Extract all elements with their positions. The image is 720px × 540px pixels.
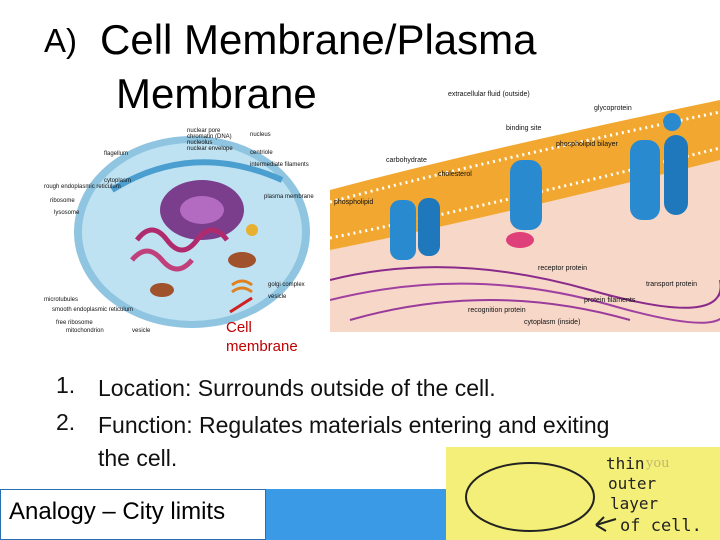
- note-word: layer: [610, 494, 659, 513]
- membrane-label: phospholipid bilayer: [556, 141, 619, 148]
- cell-label: mitochondrion: [66, 328, 104, 334]
- slide-title-line1: Cell Membrane/Plasma: [100, 16, 537, 63]
- cell-label: nuclear envelope: [187, 146, 233, 152]
- cell-label: chromatin (DNA): [187, 134, 232, 140]
- cell-label: flagellum: [104, 151, 128, 157]
- cell-membrane-callout: Cell membrane: [226, 319, 298, 355]
- mitochondrion-shape: [228, 252, 256, 268]
- list-number: 1.: [56, 372, 76, 398]
- drawn-arrow: [595, 516, 617, 532]
- callout-arrow: [229, 296, 253, 314]
- note-word: of cell.: [620, 516, 702, 536]
- slide-title-line2: Membrane: [116, 70, 317, 117]
- cell-label: free ribosome: [56, 320, 93, 326]
- golgi-shape: [231, 279, 253, 294]
- cell-diagram-labels: nuclear pore chromatin (DNA) nucleolus n…: [44, 128, 314, 334]
- cell-label: nucleus: [250, 132, 271, 138]
- cell-label: lysosome: [54, 210, 80, 216]
- membrane-label: receptor protein: [538, 265, 587, 272]
- protein-filaments: [330, 266, 720, 309]
- list-text: Location: Surrounds outside of the cell.: [98, 375, 496, 401]
- membrane-label: cytoplasm (inside): [524, 319, 580, 326]
- membrane-label: cholesterol: [438, 171, 472, 178]
- cell-label: nuclear pore: [187, 128, 221, 134]
- animal-cell-diagram: nuclear pore chromatin (DNA) nucleolus n…: [44, 128, 314, 334]
- note-word: outer: [608, 474, 657, 493]
- cell-label: rough endoplasmic reticulum: [44, 184, 121, 190]
- membrane-label: phospholipid: [334, 199, 373, 206]
- cell-label: intermediate filaments: [250, 162, 309, 168]
- analogy-box: Analogy – City limits: [0, 489, 266, 540]
- drawn-circle: [465, 462, 595, 532]
- membrane-label: binding site: [506, 125, 542, 132]
- cell-label: cytoplasm: [104, 178, 131, 184]
- cell-label: smooth endoplasmic reticulum: [52, 307, 133, 313]
- note-word: thin: [606, 454, 645, 473]
- faint-text: you: [645, 456, 670, 471]
- cell-label: plasma membrane: [264, 194, 314, 200]
- rough-er-shape: [135, 227, 229, 253]
- cell-label: golgi complex: [268, 282, 305, 288]
- list-number: 2.: [56, 409, 76, 435]
- cell-label: microtubules: [44, 297, 78, 303]
- handwritten-note-image: you thin outer layer of cell.: [446, 447, 720, 540]
- title-prefix: A): [44, 22, 77, 59]
- membrane-label: recognition protein: [468, 307, 526, 314]
- membrane-label: extracellular fluid (outside): [448, 91, 530, 98]
- protein-shape: [390, 200, 416, 260]
- membrane-label: transport protein: [646, 281, 697, 288]
- list-text: Function: Regulates materials entering a…: [98, 412, 610, 471]
- analogy-text: Analogy – City limits: [9, 498, 226, 525]
- membrane-label: carbohydrate: [386, 157, 427, 164]
- membrane-cross-section-diagram: extracellular fluid (outside) glycoprote…: [330, 80, 720, 332]
- cell-label: centriole: [250, 150, 273, 156]
- cell-label: ribosome: [50, 198, 75, 204]
- cell-label: vesicle: [132, 328, 151, 334]
- cell-label: vesicle: [268, 294, 287, 300]
- membrane-label: glycoprotein: [594, 105, 632, 112]
- membrane-diagram-labels: extracellular fluid (outside) glycoprote…: [334, 91, 697, 326]
- membrane-label: protein filaments: [584, 297, 636, 304]
- cell-label: nucleolus: [187, 140, 212, 146]
